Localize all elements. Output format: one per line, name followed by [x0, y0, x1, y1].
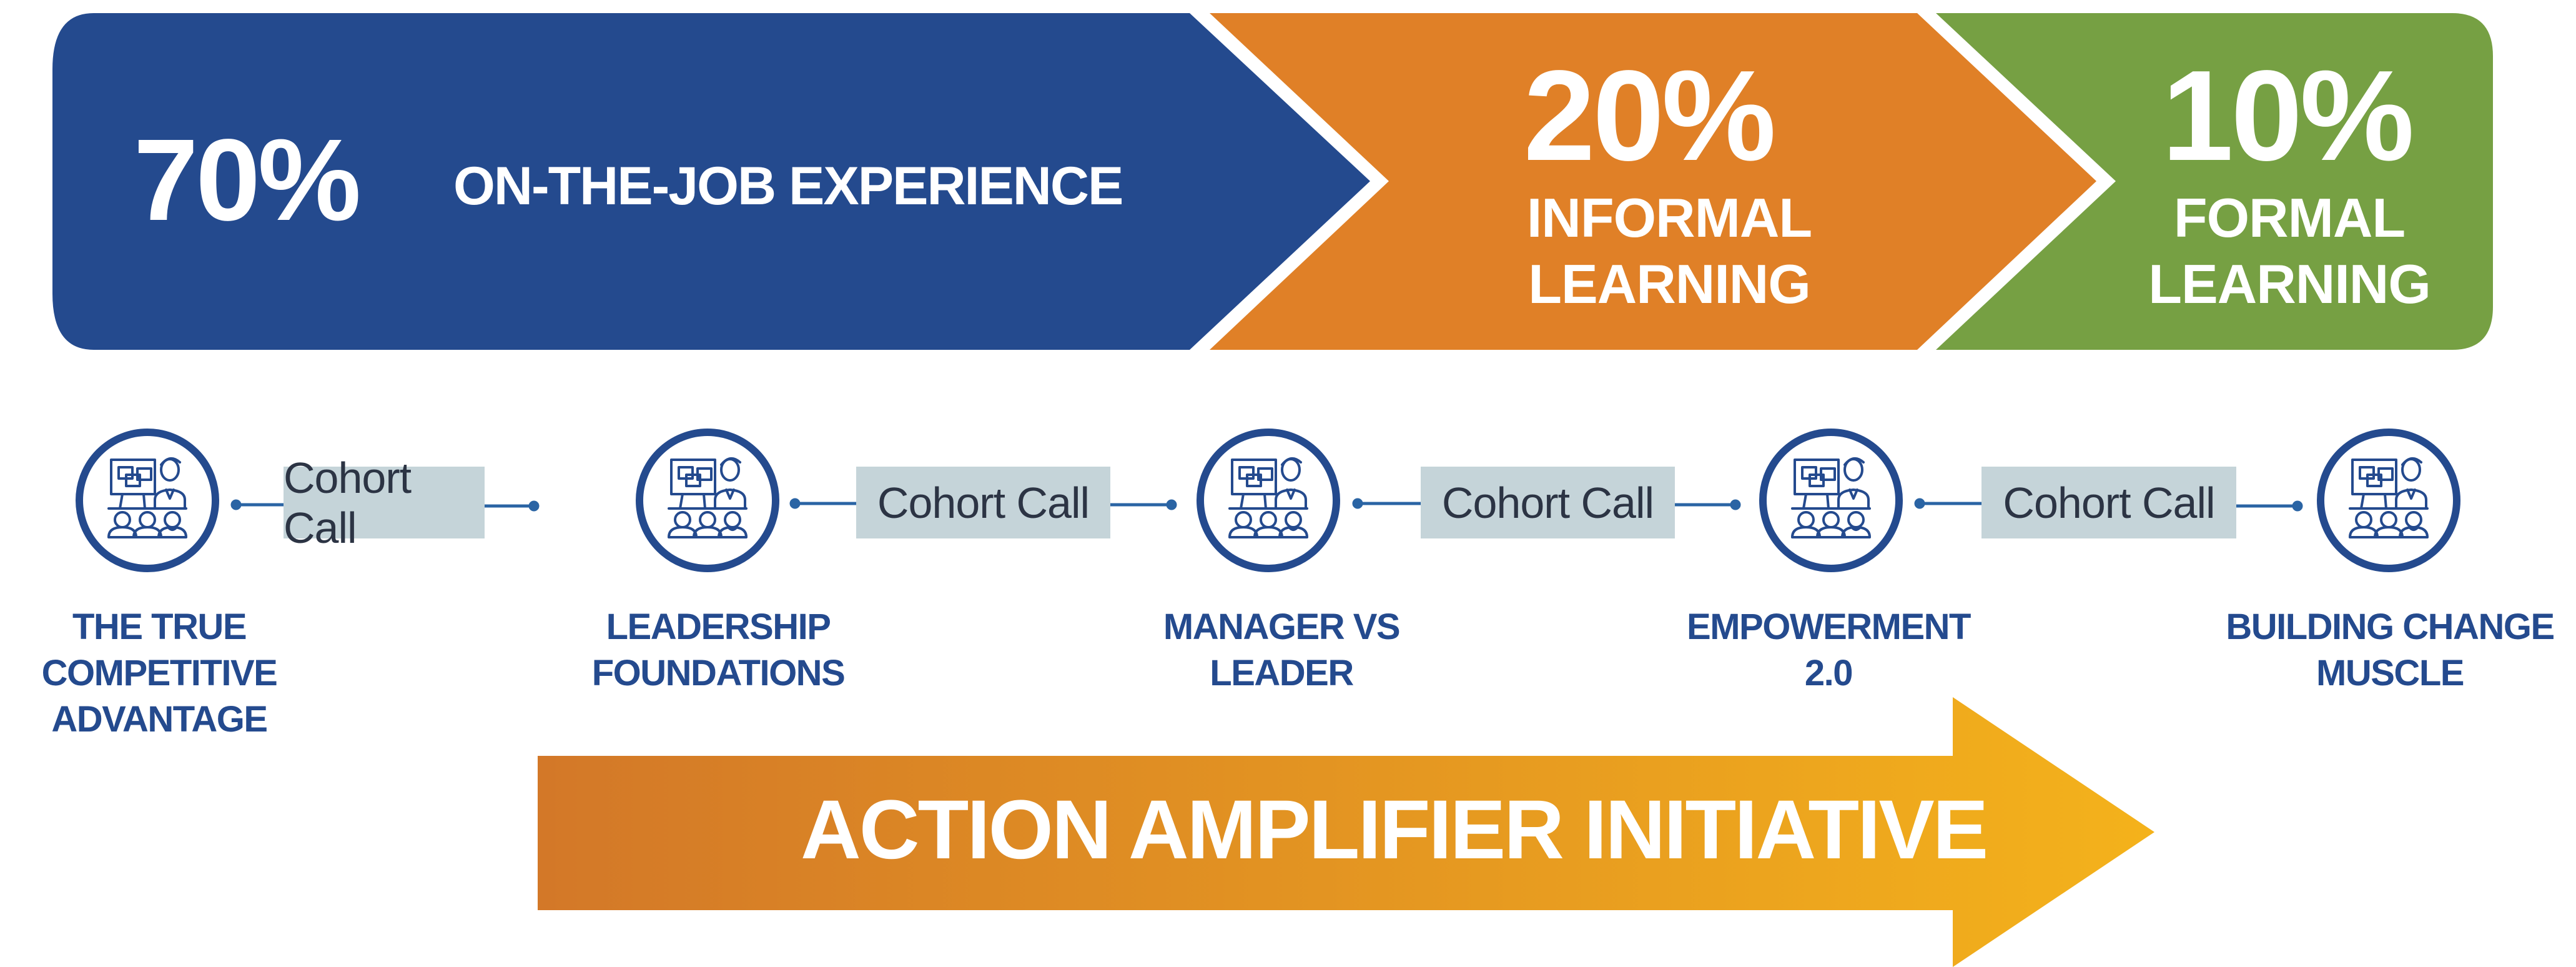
formal-label-line2: LEARNING	[2148, 253, 2431, 315]
milestone-icon-4	[1759, 429, 1903, 572]
milestone-label-4: EMPOWERMENT 2.0	[1687, 604, 1971, 697]
formal-percent: 10%	[2161, 44, 2414, 187]
milestone-icon-2	[636, 429, 779, 572]
milestone-label-line: FOUNDATIONS	[591, 653, 846, 693]
informal-label: INFORMAL LEARNING	[1527, 185, 1812, 317]
milestone-icon-3	[1197, 429, 1340, 572]
milestone-label-line: 2.0	[1804, 653, 1853, 693]
milestone-label-line: LEADERSHIP	[606, 607, 831, 647]
milestone-label-line: LEADER	[1210, 653, 1354, 693]
milestone-label-line: MANAGER VS	[1163, 607, 1401, 647]
milestone-label-1: THE TRUE COMPETITIVE ADVANTAGE	[41, 604, 278, 743]
milestone-label-line: EMPOWERMENT	[1687, 607, 1971, 647]
milestone-label-5: BUILDING CHANGE MUSCLE	[2226, 604, 2555, 697]
milestone-icon-1	[76, 429, 219, 572]
formal-label: FORMAL LEARNING	[2148, 185, 2431, 317]
cohort-call-2: Cohort Call	[856, 467, 1110, 538]
banner-segment-formal	[1936, 13, 2493, 350]
milestone-label-3: MANAGER VS LEADER	[1163, 604, 1401, 697]
milestone-label-line: ADVANTAGE	[51, 699, 268, 740]
cohort-call-1: Cohort Call	[284, 454, 485, 552]
cohort-call-label: Cohort Call	[1441, 478, 1654, 527]
on-the-job-label: ON-THE-JOB EXPERIENCE	[453, 156, 1123, 216]
milestone-label-line: THE TRUE	[72, 607, 247, 647]
formal-label-line1: FORMAL	[2173, 187, 2406, 249]
cohort-call-4: Cohort Call	[1981, 467, 2236, 538]
cohort-call-label: Cohort Call	[2003, 478, 2215, 527]
on-the-job-percent: 70%	[134, 116, 361, 245]
informal-percent: 20%	[1523, 44, 1776, 187]
banner-segment-informal	[1210, 13, 2096, 350]
cohort-call-label: Cohort Call	[284, 453, 412, 552]
milestone-label-line: MUSCLE	[2316, 653, 2464, 693]
milestone-label-2: LEADERSHIP FOUNDATIONS	[591, 604, 846, 697]
initiative-label: ACTION AMPLIFIER INITIATIVE	[801, 783, 1988, 876]
banner-segment-on-the-job	[52, 13, 1370, 350]
milestone-label-line: COMPETITIVE	[41, 653, 278, 693]
cohort-call-3: Cohort Call	[1421, 467, 1675, 538]
milestone-label-line: BUILDING CHANGE	[2226, 607, 2555, 647]
initiative-arrow-shape	[538, 697, 2154, 967]
informal-label-line2: LEARNING	[1528, 253, 1811, 315]
informal-label-line1: INFORMAL	[1526, 187, 1812, 249]
milestone-icon-5	[2317, 429, 2460, 572]
cohort-call-label: Cohort Call	[877, 478, 1090, 527]
